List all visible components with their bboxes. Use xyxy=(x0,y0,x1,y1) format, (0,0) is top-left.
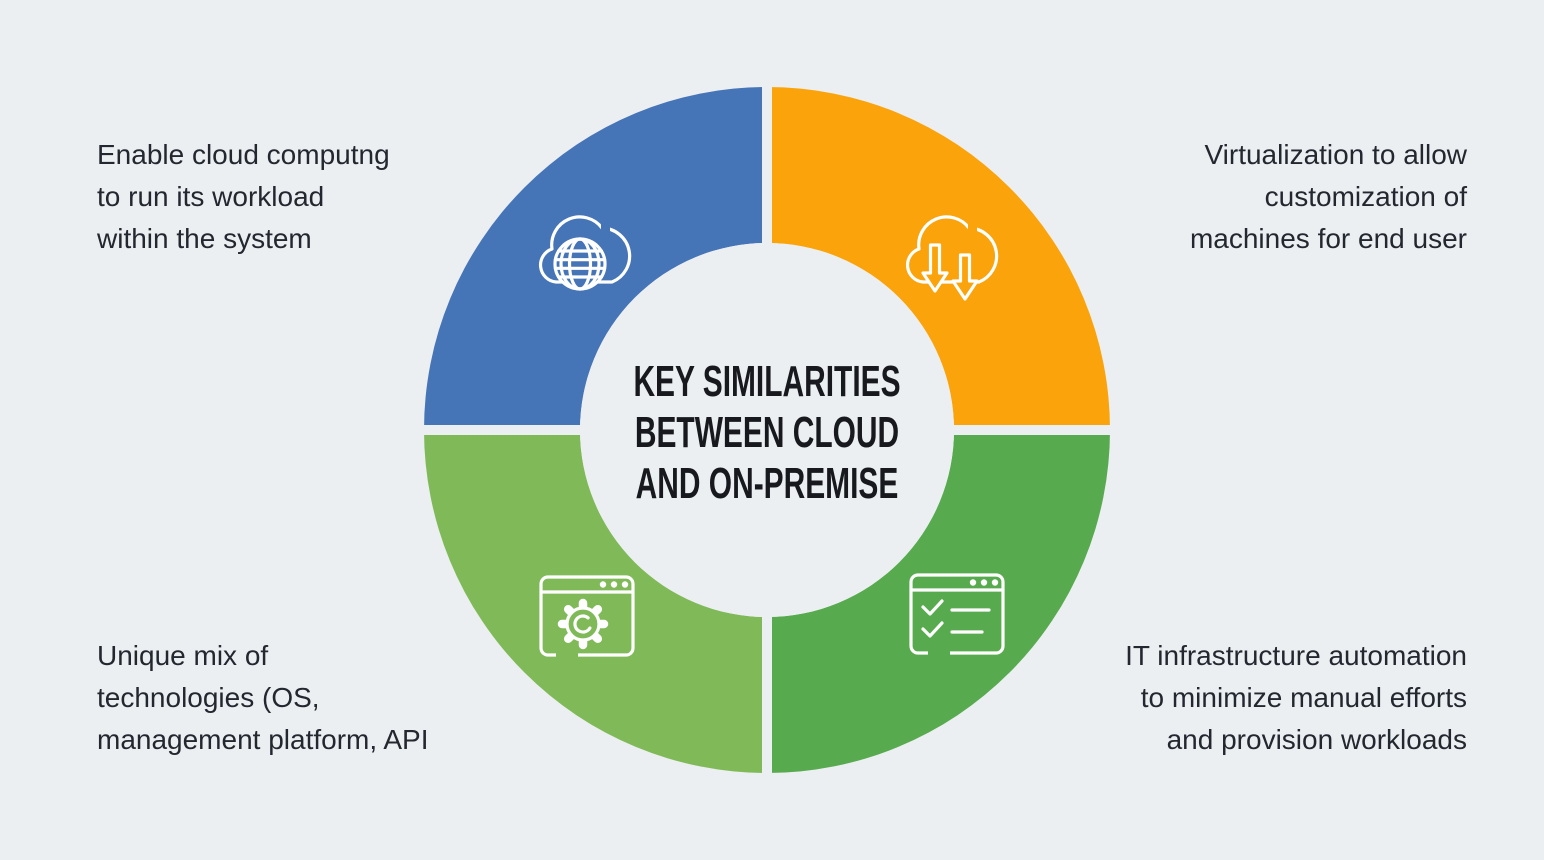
cloud-line-break xyxy=(968,223,977,233)
browser-window xyxy=(909,573,1005,655)
cloud-outline xyxy=(905,215,999,284)
label-bottom-left: Unique mix of technologies (OS, manageme… xyxy=(97,640,429,755)
browser-dot-2 xyxy=(980,579,988,586)
browser-window xyxy=(539,575,635,657)
cloud-globe-icon xyxy=(538,215,632,291)
checklist-check-2 xyxy=(921,621,944,638)
donut-inner-circle xyxy=(580,243,954,617)
label-bottom-right: IT infrastructure automation to minimize… xyxy=(1125,640,1467,755)
browser-border-break xyxy=(556,651,578,659)
cloud-download-icon xyxy=(905,215,999,301)
gear-body xyxy=(565,606,601,642)
segment-bottom-right xyxy=(767,430,1110,773)
browser-dot-1 xyxy=(969,579,977,586)
donut-diagram xyxy=(417,80,1117,780)
globe-meridian-outer xyxy=(559,237,601,291)
gear-center-arc xyxy=(573,614,592,634)
browser-dot-3 xyxy=(621,581,629,588)
gear-glyph xyxy=(557,598,609,650)
browser-gear-icon xyxy=(539,575,635,659)
donut-svg xyxy=(417,80,1117,780)
browser-dot-1 xyxy=(599,581,607,588)
download-arrow-right xyxy=(951,253,979,301)
cloud-outline xyxy=(538,215,632,284)
browser-dot-2 xyxy=(610,581,618,588)
center-title: KEY SIMILARITIES BETWEEN CLOUD AND ON-PR… xyxy=(633,357,901,508)
browser-checklist-icon xyxy=(909,573,1005,657)
download-arrow-left xyxy=(921,243,949,293)
checklist-check-1 xyxy=(921,599,944,616)
cloud-line-break xyxy=(601,223,610,233)
segment-bottom-left xyxy=(424,430,767,773)
label-top-left: Enable cloud computng to run its workloa… xyxy=(97,139,390,254)
browser-dot-3 xyxy=(991,579,999,586)
browser-border-break xyxy=(928,649,950,657)
label-top-right: Virtualization to allow customization of… xyxy=(1189,139,1467,254)
